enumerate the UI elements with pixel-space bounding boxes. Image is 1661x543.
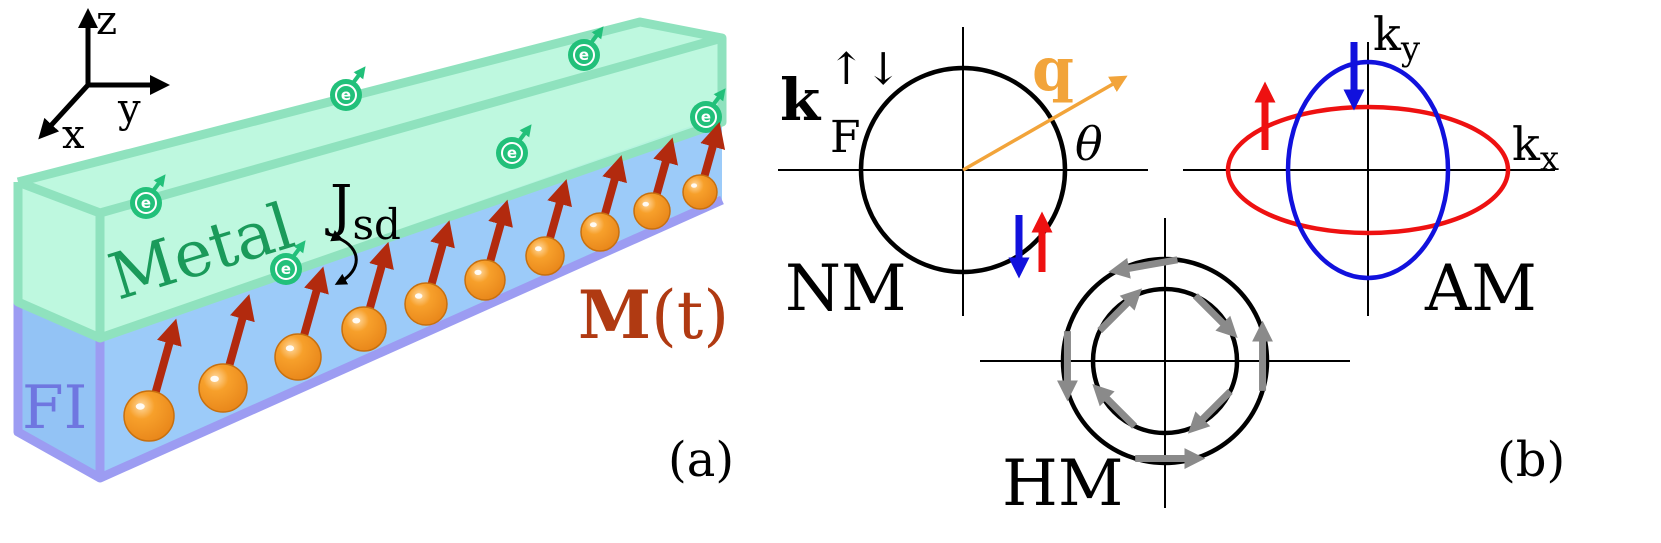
panel-b-label: (b) — [1497, 432, 1565, 488]
electron: e — [330, 66, 366, 111]
kf-subscript: F — [830, 112, 861, 163]
electron-symbol: e — [579, 46, 589, 64]
hm-fermi-surface — [980, 218, 1350, 508]
magnetic-moment — [525, 179, 572, 276]
magnetic-moment — [633, 137, 679, 230]
axis-z-label: z — [96, 0, 117, 44]
kf-label: k — [780, 66, 822, 134]
electron-symbol: e — [341, 86, 351, 104]
hm-spin-texture — [1056, 256, 1274, 470]
magnetic-moment — [682, 121, 726, 210]
magnetic-moment — [198, 294, 255, 413]
theta-label: θ — [1075, 117, 1103, 171]
panel-b: k ↑↓ F q θ NM ky kx AM HM — [778, 7, 1565, 521]
magnetic-moment — [123, 318, 182, 442]
hm-spin-arrow — [1097, 288, 1142, 334]
coordinate-axes — [38, 8, 170, 140]
hm-spin-arrow — [1188, 388, 1233, 434]
kx-label: kx — [1512, 117, 1559, 179]
am-fermi-surface — [1183, 42, 1555, 316]
axis-x-label: x — [62, 112, 85, 158]
ky-label: ky — [1373, 7, 1421, 69]
magnetic-moment — [464, 199, 513, 301]
jsd-label: Jsd — [325, 174, 401, 249]
electron: e — [496, 124, 532, 169]
magnetization-label: M(t) — [578, 276, 729, 354]
nm-label: NM — [785, 252, 907, 326]
hm-spin-arrow — [1192, 293, 1238, 338]
magnetic-moment-group — [123, 121, 726, 442]
q-vector — [962, 75, 1128, 172]
nm-fermi-surface — [778, 27, 1148, 316]
hm-spin-arrow — [1108, 256, 1179, 279]
fi-label: FI — [22, 373, 87, 443]
jsd-coupling-arrow — [330, 230, 358, 285]
magnetic-moment — [580, 155, 627, 252]
am-label: AM — [1424, 252, 1537, 326]
electron: e — [130, 174, 166, 219]
magnetic-moment — [341, 241, 394, 352]
electron: e — [568, 26, 604, 71]
electron-group: e e e e e e — [130, 26, 726, 285]
kf-superscript: ↑↓ — [828, 44, 902, 95]
hm-spin-arrow — [1092, 384, 1138, 429]
electron-symbol: e — [141, 194, 151, 212]
hm-label: HM — [1002, 447, 1123, 521]
electron-symbol: e — [701, 108, 711, 126]
magnetic-moment — [274, 266, 329, 381]
magnetic-moment — [404, 220, 455, 326]
electron-symbol: e — [281, 260, 291, 278]
panel-a-label: (a) — [668, 432, 734, 488]
q-label: q — [1032, 35, 1074, 105]
electron-symbol: e — [507, 144, 517, 162]
axis-y-label: y — [117, 86, 141, 132]
electron: e — [270, 240, 306, 285]
